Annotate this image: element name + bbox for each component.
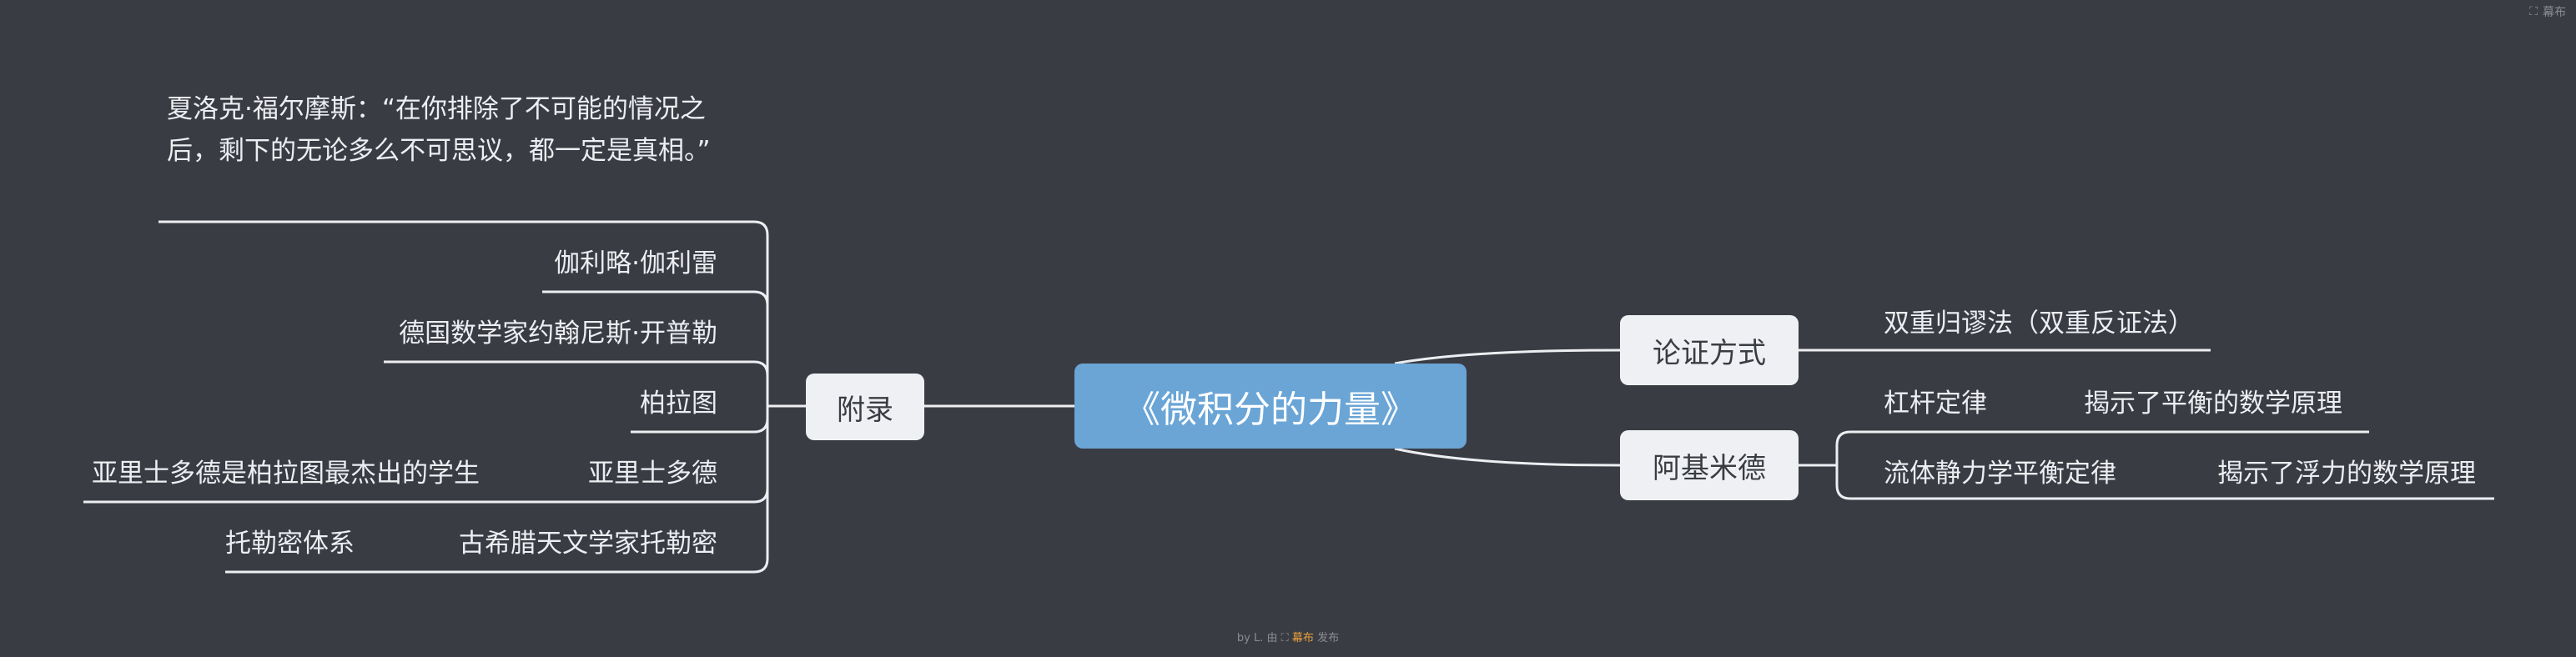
sherlock-quote-note: 夏洛克·福尔摩斯：“在你排除了不可能的情况之后，剩下的无论多么不可思议，都一定是… [167, 94, 711, 166]
node-archimedes[interactable]: 阿基米德 [1620, 430, 1799, 500]
node-hydrostatic-law[interactable]: 流体静力学平衡定律 [1884, 459, 2116, 489]
footer-prefix: by L. 由 [1236, 632, 1278, 644]
node-ptolemaic-system[interactable]: 托勒密体系 [225, 529, 355, 559]
node-lever-law-note[interactable]: 揭示了平衡的数学原理 [2084, 389, 2342, 419]
footer-brand[interactable]: 幕布 [1291, 632, 1314, 644]
mubu-logo-small-icon: ⛶ [1280, 632, 1289, 644]
node-appendix[interactable]: 附录 [806, 374, 924, 440]
mubu-logo-icon: ⛶ [2529, 5, 2538, 18]
node-aristotle[interactable]: 亚里士多德 [588, 459, 717, 489]
node-argument-method[interactable]: 论证方式 [1620, 315, 1799, 385]
brand-logo: ⛶ 幕布 [2529, 3, 2566, 20]
node-lever-law[interactable]: 杠杆定律 [1884, 389, 1987, 419]
central-topic[interactable]: 《微积分的力量》 [1074, 364, 1467, 449]
footer-credit: by L. 由 ⛶ 幕布 发布 [0, 629, 2576, 644]
node-plato[interactable]: 柏拉图 [640, 389, 717, 419]
node-kepler[interactable]: 德国数学家约翰尼斯·开普勒 [399, 318, 717, 349]
brand-name: 幕布 [2543, 6, 2566, 19]
footer-suffix: 发布 [1317, 632, 1340, 644]
node-aristotle-note[interactable]: 亚里士多德是柏拉图最杰出的学生 [92, 459, 480, 489]
node-galileo[interactable]: 伽利略·伽利雷 [554, 248, 717, 278]
node-hydrostatic-law-note[interactable]: 揭示了浮力的数学原理 [2217, 459, 2476, 489]
node-double-reductio[interactable]: 双重归谬法（双重反证法） [1884, 308, 2194, 339]
node-ptolemy[interactable]: 古希腊天文学家托勒密 [459, 529, 717, 559]
